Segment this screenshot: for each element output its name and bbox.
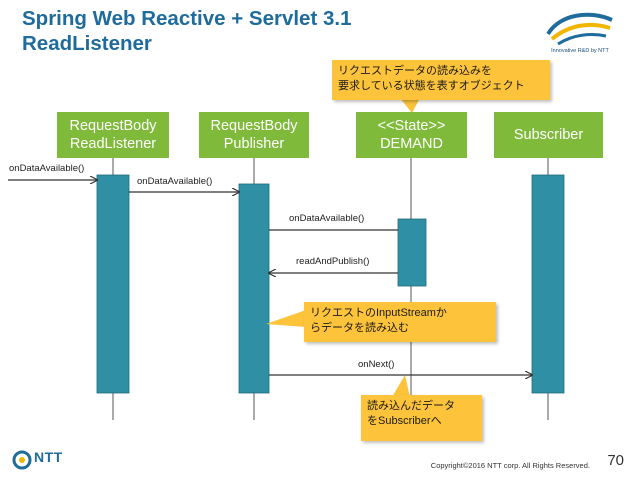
actor-subscriber: Subscriber	[494, 112, 603, 158]
title-line-2: ReadListener	[22, 32, 152, 55]
callout-inputstream: リクエストのInputStreamか らデータを読み込む	[304, 302, 496, 342]
actor-state-demand: <<State>> DEMAND	[356, 112, 467, 158]
copyright-notice: Copyright©2016 NTT corp. All Rights Rese…	[430, 461, 590, 470]
callout-tail-inputstream	[266, 310, 306, 327]
callout-tail-subscriber	[392, 375, 410, 397]
footer-logo-dot-icon	[19, 457, 25, 463]
callout-tail-state	[400, 98, 420, 113]
activation-readlistener	[96, 174, 130, 394]
actor-requestbody-publisher: RequestBody Publisher	[199, 112, 309, 158]
footer-ntt-logo: NTT	[34, 449, 63, 465]
activation-demand	[397, 218, 427, 287]
footer-logo-icon	[12, 450, 32, 470]
activation-publisher	[238, 183, 270, 394]
message-ondataavailable-2: onDataAvailable()	[289, 213, 365, 224]
callout-to-subscriber: 読み込んだデータ をSubscriberへ	[361, 395, 482, 441]
message-ondataavailable-1: onDataAvailable()	[137, 176, 213, 187]
message-onnext: onNext()	[358, 359, 395, 370]
ntt-swirl-logo-icon	[546, 12, 613, 46]
title-line-1: Spring Web Reactive + Servlet 3.1	[22, 7, 352, 30]
slide-title: Spring Web Reactive + Servlet 3.1 ReadLi…	[22, 6, 462, 56]
message-ondataavailable-0: onDataAvailable()	[9, 163, 85, 174]
actor-requestbody-readlistener: RequestBody ReadListener	[57, 112, 169, 158]
ntt-logo-text: NTT	[34, 449, 63, 465]
logo-caption: Innovative R&D by NTT	[551, 48, 609, 54]
innovative-rnd-logo: Innovative R&D by NTT	[530, 6, 630, 62]
callout-state-object: リクエストデータの読み込みを 要求している状態を表すオブジェクト	[332, 60, 550, 100]
page-number: 70	[607, 452, 624, 469]
message-readandpublish: readAndPublish()	[296, 256, 370, 267]
activation-subscriber	[531, 174, 565, 394]
